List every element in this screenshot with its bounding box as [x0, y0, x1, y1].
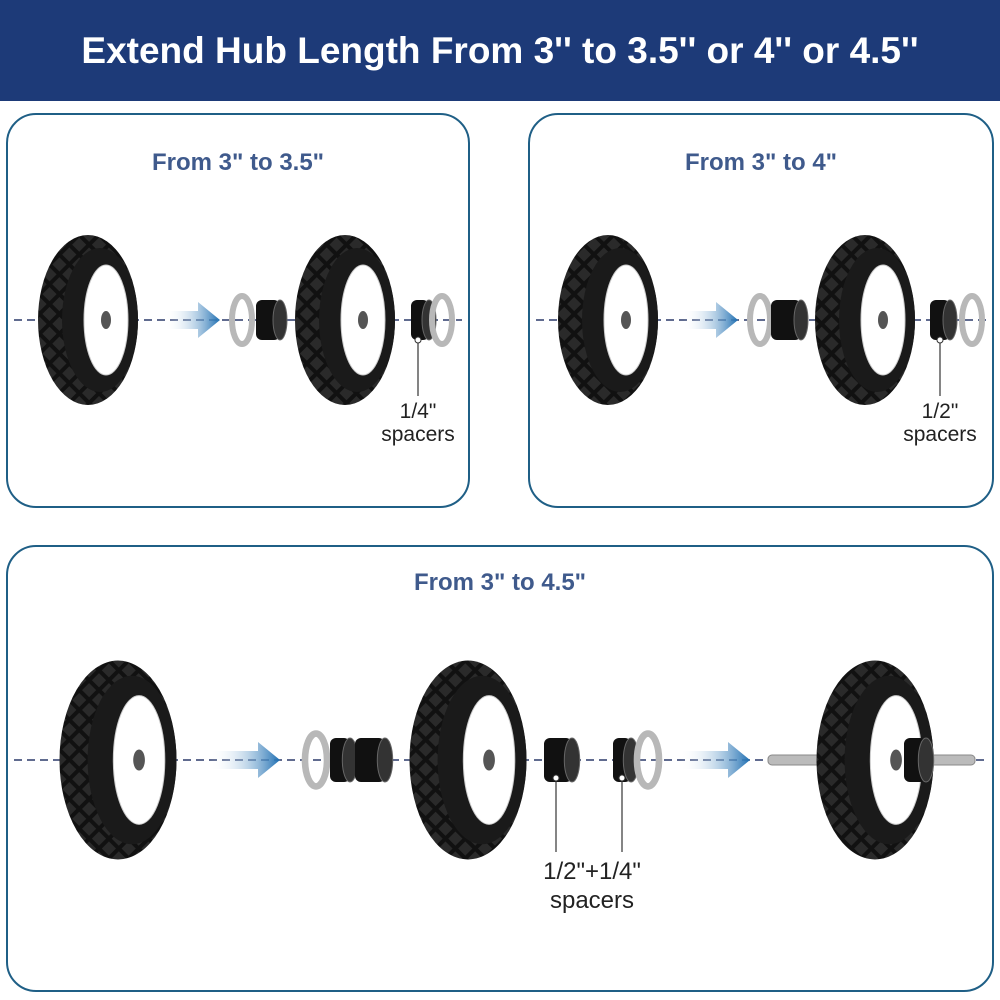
panel-3-to-4: From 3" to 4" — [528, 113, 994, 508]
spacer-end — [563, 737, 581, 783]
arrow-right-icon — [683, 302, 738, 338]
arrow-shape — [165, 302, 220, 338]
spacer-body — [771, 300, 801, 340]
spacer-icon — [544, 737, 581, 783]
washer-icon — [747, 293, 773, 347]
spacer-body — [355, 738, 385, 782]
header-banner: Extend Hub Length From 3'' to 3.5'' or 4… — [0, 0, 1000, 101]
hub — [483, 749, 495, 771]
spacer-icon — [904, 737, 935, 783]
wheel-icon — [295, 235, 395, 405]
panel-title: From 3" to 3.5" — [151, 149, 325, 176]
hub — [133, 749, 145, 771]
wheel-icon — [38, 235, 138, 405]
leader-dot — [618, 774, 626, 782]
panel-3-to-4.5: From 3" to 4.5" — [6, 545, 994, 992]
hub — [621, 311, 631, 329]
washer-icon — [229, 293, 255, 347]
washer-icon — [301, 730, 331, 790]
panel-3-to-3.5: From 3" to 3.5" — [6, 113, 470, 508]
spacer-icon — [771, 299, 809, 341]
spacer-label: 1/2"+1/4"spacers — [543, 858, 641, 914]
wheel-icon — [815, 235, 915, 405]
spacer-label: 1/2"spacers — [903, 400, 977, 446]
hub — [890, 749, 902, 771]
panel-title: From 3" to 4" — [684, 149, 838, 176]
arrow-shape — [680, 742, 750, 778]
spacer-end — [793, 299, 809, 341]
spacer-icon — [330, 737, 359, 783]
hub — [101, 311, 111, 329]
washer-icon — [633, 730, 663, 790]
spacer-icon — [355, 737, 394, 783]
spacer-icon — [930, 299, 958, 341]
header-title: Extend Hub Length From 3'' to 3.5'' or 4… — [81, 29, 919, 71]
spacer-end — [942, 299, 958, 341]
spacer-end — [917, 737, 935, 783]
wheel-icon — [558, 235, 658, 405]
hub — [358, 311, 368, 329]
leader-dot — [936, 336, 944, 344]
washer-icon — [429, 293, 455, 347]
washer-icon — [959, 293, 985, 347]
arrow-right-icon — [165, 302, 220, 338]
leader-dot — [552, 774, 560, 782]
hub — [878, 311, 888, 329]
wheel-icon — [409, 660, 527, 860]
arrow-right-icon — [210, 742, 280, 778]
spacer-icon — [256, 299, 288, 341]
spacer-end — [376, 737, 394, 783]
leader-dot — [414, 336, 422, 344]
arrow-shape — [210, 742, 280, 778]
wheel-icon — [59, 660, 177, 860]
panel-title: From 3" to 4.5" — [413, 569, 587, 596]
spacer-label: 1/4"spacers — [381, 400, 455, 446]
wheel-icon — [816, 660, 934, 860]
arrow-right-icon — [680, 742, 750, 778]
arrow-shape — [683, 302, 738, 338]
spacer-end — [272, 299, 288, 341]
